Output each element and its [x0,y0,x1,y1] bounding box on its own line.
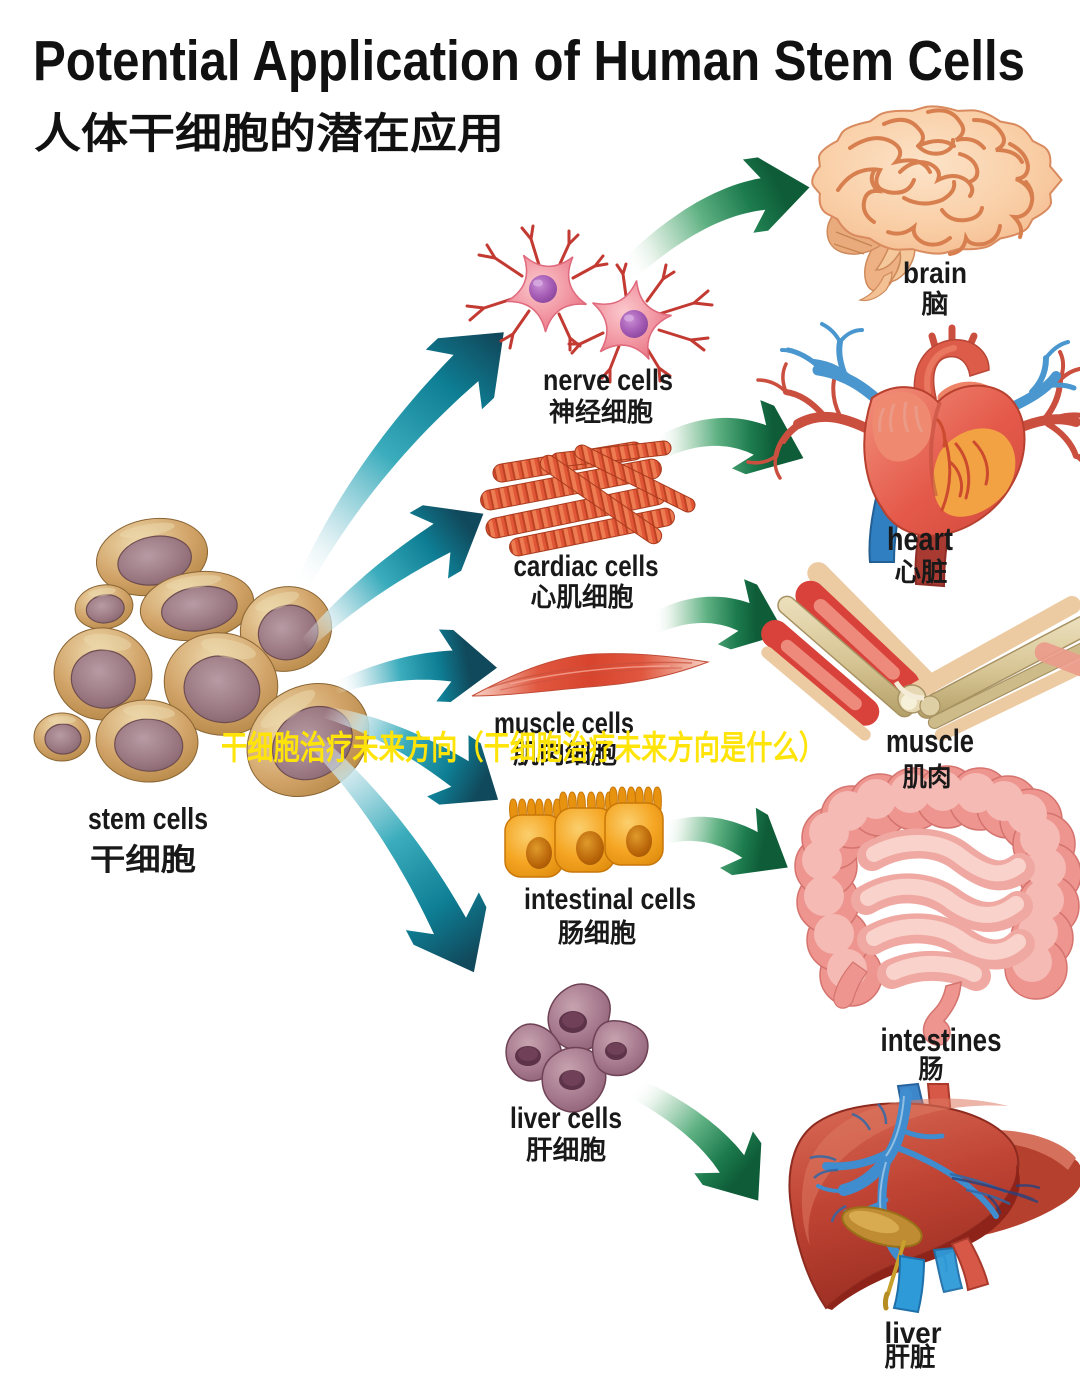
svg-text:干细胞: 干细胞 [90,844,196,877]
svg-text:muscle cells: muscle cells [494,707,634,740]
svg-text:Potential Application of Human: Potential Application of Human Stem Cell… [33,29,1025,93]
svg-text:liver: liver [885,1317,942,1350]
svg-text:stem cells: stem cells [88,801,208,836]
svg-text:intestinal cells: intestinal cells [524,883,696,916]
svg-text:brain: brain [903,257,967,290]
svg-text:肌肉细胞: 肌肉细胞 [513,739,617,769]
svg-text:肝脏: 肝脏 [885,1342,936,1372]
svg-text:肝细胞: 肝细胞 [526,1135,606,1165]
svg-text:肌肉: 肌肉 [903,762,952,792]
svg-text:神经细胞: 神经细胞 [549,397,653,427]
svg-text:intestines: intestines [881,1022,1002,1058]
svg-text:liver cells: liver cells [510,1102,622,1135]
svg-text:muscle: muscle [886,723,974,759]
svg-text:nerve cells: nerve cells [543,364,673,397]
svg-text:cardiac cells: cardiac cells [514,550,659,583]
svg-text:heart: heart [887,521,953,557]
svg-text:心肌细胞: 心肌细胞 [531,582,634,612]
svg-text:脑: 脑 [922,289,949,319]
svg-text:肠细胞: 肠细胞 [558,918,636,948]
svg-text:心脏: 心脏 [895,557,948,587]
svg-text:肠: 肠 [919,1054,944,1084]
svg-text:干细胞治疗未来方向（干细胞治疗未来方向是什么）: 干细胞治疗未来方向（干细胞治疗未来方向是什么） [221,729,825,766]
svg-text:人体干细胞的潜在应用: 人体干细胞的潜在应用 [34,110,504,157]
